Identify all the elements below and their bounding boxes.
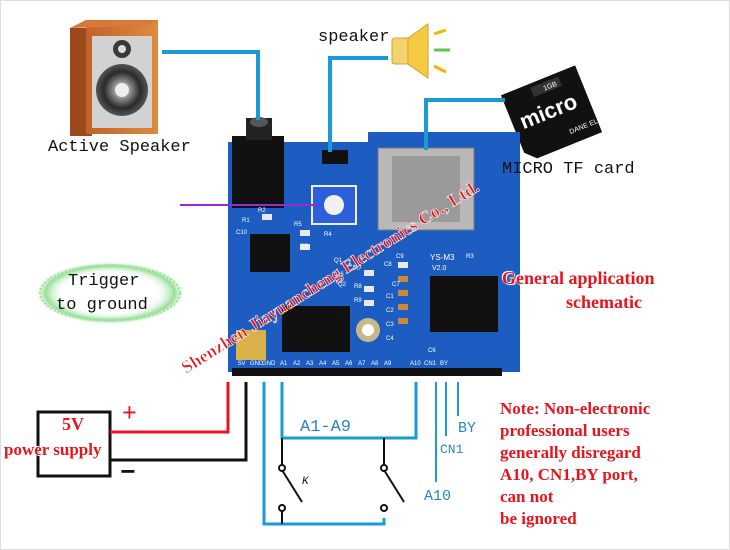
pin-label: A3 <box>306 361 314 367</box>
note-line: can not <box>500 487 554 506</box>
component-ref: C3 <box>386 322 394 328</box>
note-line: professional users <box>500 421 630 440</box>
component-ref: R9 <box>354 298 362 304</box>
pin-label: A4 <box>319 361 327 367</box>
active-speaker-label: Active Speaker <box>48 138 191 157</box>
minus-sign: − <box>120 458 136 488</box>
component-ref: R7 <box>354 266 362 272</box>
board-version: V2.0 <box>432 265 447 272</box>
trigger-glow <box>34 261 186 325</box>
wire-ground-bus <box>262 382 386 526</box>
power-5v-label: 5V <box>62 414 84 434</box>
component-ref: C7 <box>392 282 400 288</box>
wire-a1-a9-bus <box>280 382 418 440</box>
wire-power-ground <box>110 382 248 462</box>
component-ref: R5 <box>294 222 302 228</box>
wire-speaker-to-header <box>328 56 388 152</box>
schematic-title-line-1: General application <box>502 268 655 288</box>
component-ref: C1 <box>386 294 394 300</box>
pin-label: A8 <box>371 361 379 367</box>
schematic-title-line-2: schematic <box>566 292 642 312</box>
pin-label: A7 <box>358 361 366 367</box>
pin-label: A10 <box>410 361 421 367</box>
pin-label: A2 <box>293 361 301 367</box>
pin-label: A1 <box>280 361 288 367</box>
micro-tf-card-label: MICRO TF card <box>502 160 635 179</box>
cn1-label: CN1 <box>440 442 464 457</box>
note-line: be ignored <box>500 509 577 528</box>
speaker-label: speaker <box>318 28 390 47</box>
switch-right <box>380 438 405 512</box>
pin-label: GND <box>250 361 264 367</box>
speaker-icon <box>391 23 450 79</box>
component-ref: C8 <box>384 262 392 268</box>
switch-left <box>278 438 303 524</box>
note-block: Note: Non-electronic professional users ge… <box>500 398 650 530</box>
board-model: YS-M3 <box>430 253 455 262</box>
component-ref: R3 <box>466 254 474 260</box>
wire-power-positive <box>110 382 230 434</box>
component-ref: C4 <box>386 336 394 342</box>
pin-label: GND <box>262 361 276 367</box>
pin-label: A5 <box>332 361 340 367</box>
power-supply-box <box>36 410 112 478</box>
component-ref: C6 <box>428 348 436 354</box>
component-ref: C5 <box>300 244 308 250</box>
component-ref: R6 <box>336 272 344 278</box>
power-supply-label: power supply <box>4 440 102 459</box>
pin-label: 5V <box>238 361 245 367</box>
component-ref: C2 <box>386 308 394 314</box>
by-label: BY <box>458 420 477 437</box>
micro-sd-card-icon: 1GB micro DANE ELEC <box>500 65 608 159</box>
pcb-board <box>228 117 520 376</box>
component-ref: R4 <box>324 232 332 238</box>
trigger-ellipse <box>39 264 181 322</box>
component-ref: Q1 <box>334 258 343 264</box>
a1-a9-label: A1-A9 <box>300 418 352 437</box>
plus-sign: + <box>122 398 137 427</box>
note-line: generally disregard <box>500 443 641 462</box>
switch-k-label: K <box>302 476 309 488</box>
component-ref: C9 <box>396 254 404 260</box>
component-ref: R1 <box>242 218 250 224</box>
to-ground-label: to ground <box>56 296 148 315</box>
a10-label: A10 <box>424 488 452 505</box>
component-ref: C10 <box>236 230 248 236</box>
wire-speaker-to-jack <box>162 50 260 120</box>
component-ref: R8 <box>354 284 362 290</box>
component-ref: R2 <box>258 208 266 214</box>
trigger-label: Trigger <box>68 272 140 291</box>
pin-label: A9 <box>384 361 392 367</box>
pin-label: BY <box>440 361 448 367</box>
note-line: Note: Non-electronic <box>500 399 651 418</box>
sd-capacity: 1GB <box>542 81 558 93</box>
active-speaker-icon <box>70 20 158 136</box>
pin-label: CN1 <box>424 361 437 367</box>
component-ref: Q2 <box>338 282 347 288</box>
note-line: A10, CN1,BY port, <box>500 465 638 484</box>
wire-sd-to-slot <box>424 98 505 150</box>
pin-label: A6 <box>345 361 353 367</box>
